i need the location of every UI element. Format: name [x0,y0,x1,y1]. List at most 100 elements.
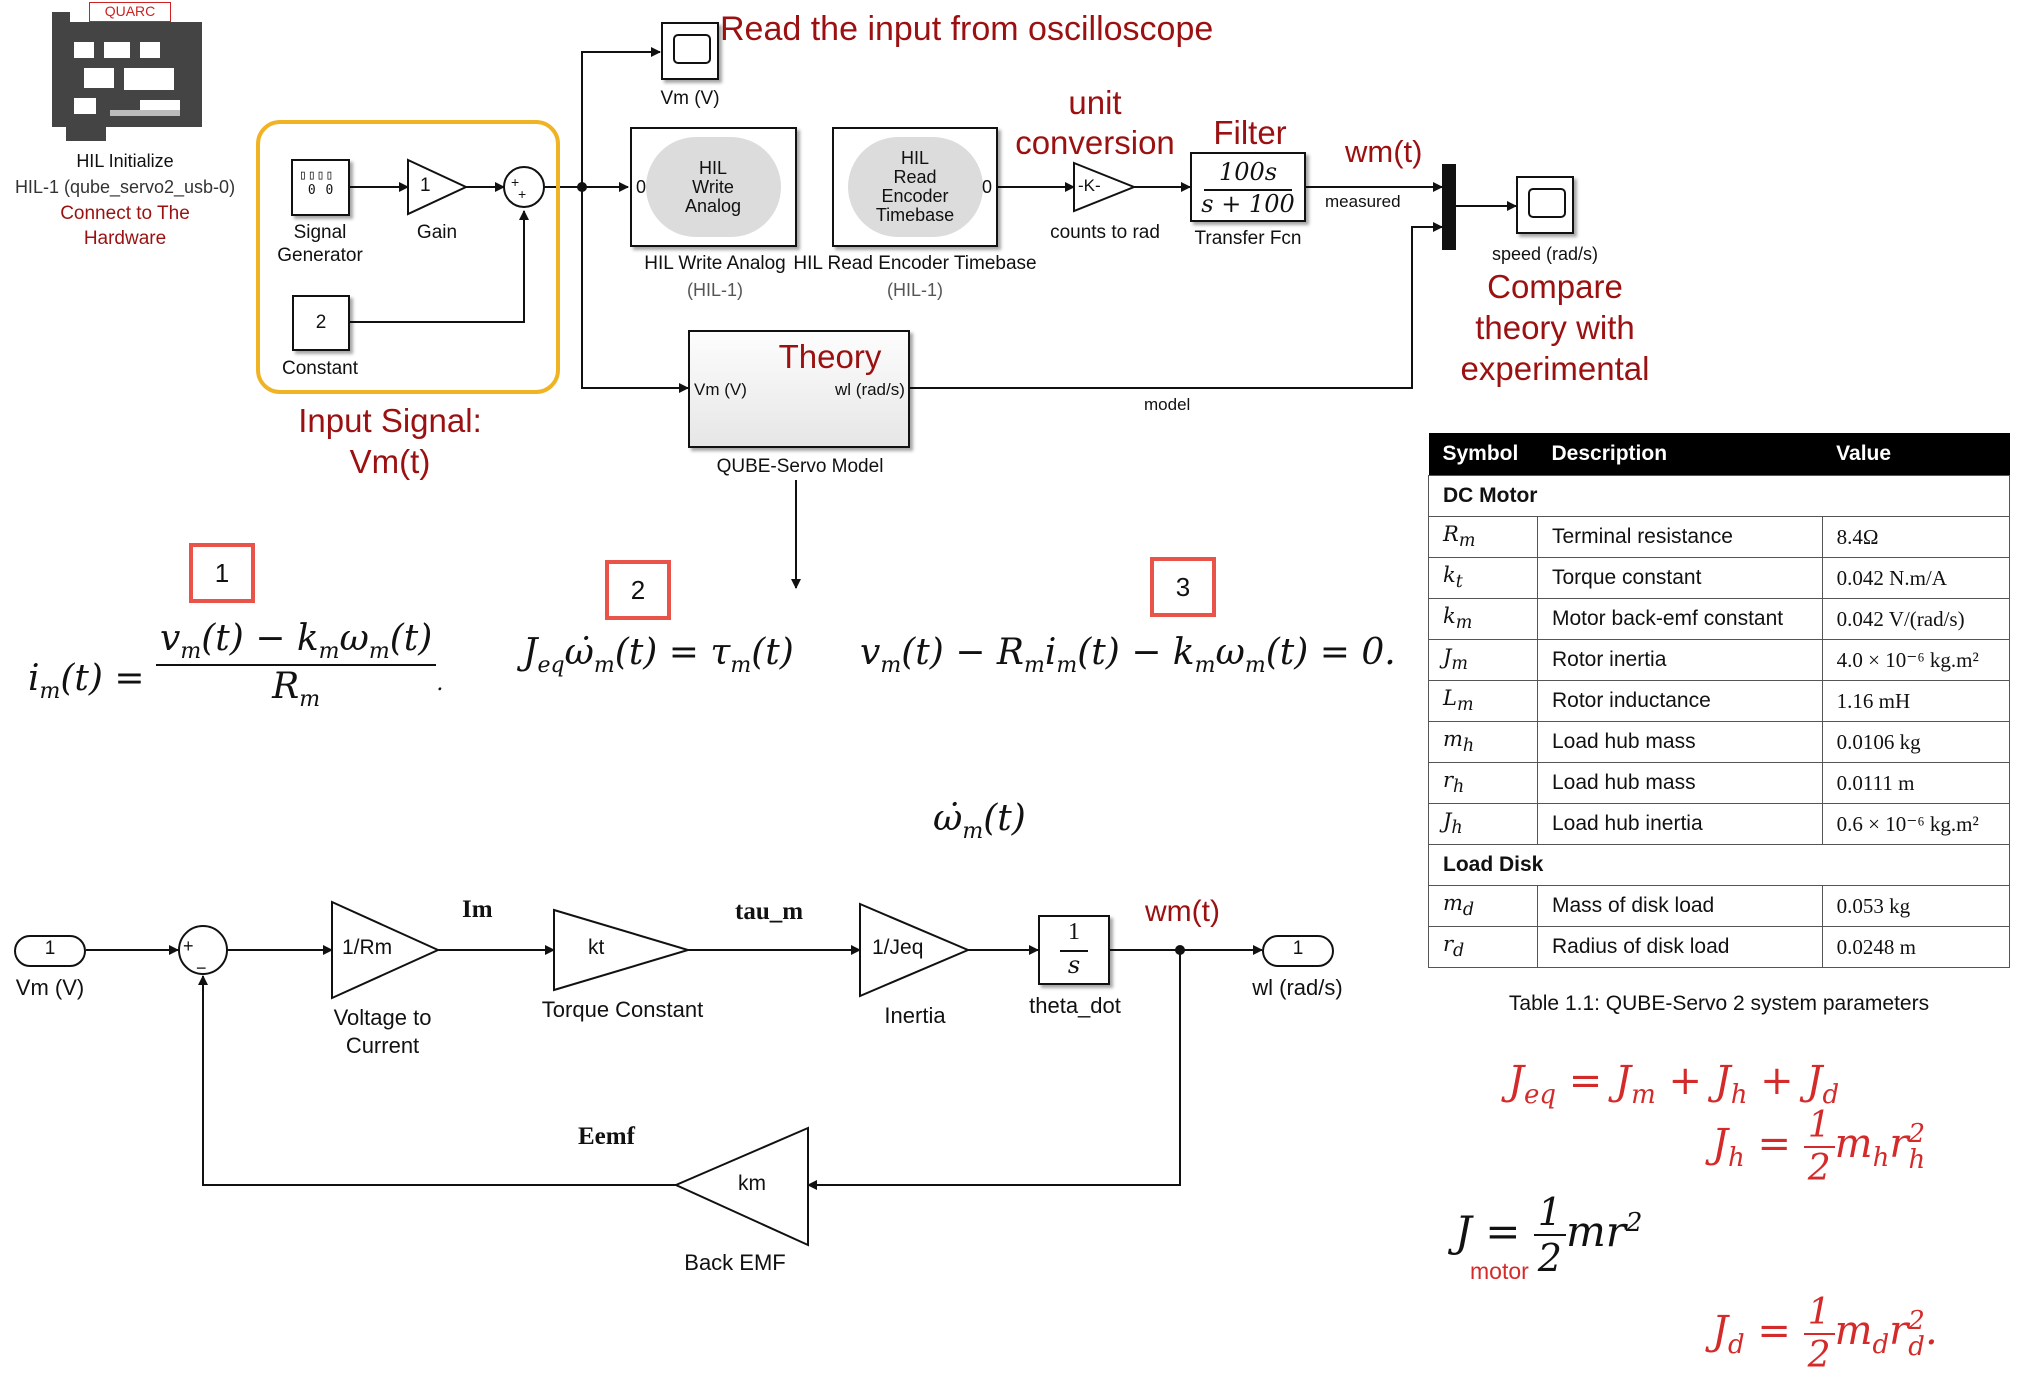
hil-read-inner-2: Read [893,167,937,187]
symbol-sub: h [1453,777,1465,798]
gain-triangle[interactable] [407,158,469,216]
integrator-block[interactable]: 1 s [1038,915,1110,985]
eq1-num-sub3: m [368,639,390,665]
eq3-b: (t) − R [901,632,1024,673]
eq1-num-rest3: (t) [389,618,433,659]
table-section-dc-motor: DC Motor [1428,475,2010,517]
hil-read-encoder-block[interactable]: HIL Read Encoder Timebase 0 [832,127,998,247]
eq1-num-rest1: (t) − k [201,618,319,659]
hil-write-sub: (HIL-1) [686,280,743,300]
table-cell-value: 1.16 mH [1821,680,2011,722]
g1-triangle[interactable] [331,900,441,1000]
symbol-sub: m [1455,613,1473,634]
im-signal-label: Im [462,896,493,923]
hil-read-sub: (HIL-1) [886,280,943,300]
g2-triangle[interactable] [553,908,692,992]
table-cell-description: Rotor inertia [1537,639,1823,681]
tf-denominator: s + 100 [1201,190,1295,218]
branch-dot-top [577,182,587,192]
jeq-h: h [1730,1080,1748,1110]
bottom-sum-circle[interactable] [178,925,228,975]
hil-write-inner-1: HIL [698,158,727,178]
eq1-t: (t) = [60,658,145,700]
eq2-a: J [523,632,538,673]
table-cell-value: 0.053 kg [1821,885,2011,927]
int-fraction-bar [1060,950,1088,952]
symbol-sub: d [1453,941,1465,962]
table-cell-symbol: Jm [1428,639,1538,681]
hil-init-note-2: Hardware [83,228,167,249]
jeq-plus2: + J [1760,1058,1823,1104]
symbol-letter: k [1443,563,1456,588]
hil-read-inner-1: HIL [900,148,929,168]
top-sum-circle[interactable] [503,166,545,208]
wire-to-model [581,187,689,393]
hil-init-board: HIL-1 (qube_servo2_usb-0) [14,177,236,197]
scope-vm-block[interactable] [661,22,719,80]
g3-triangle[interactable] [859,902,971,998]
hil-write-port: 0 [636,177,647,197]
qube-servo-model-block[interactable]: Theory Vm (V) wl (rad/s) [688,330,910,448]
jh-r-sub: h [1908,1145,1926,1175]
eq3-c-sub: m [1056,653,1078,679]
eq2-c: (t) = τ [614,632,731,673]
jeq-plus1: + J [1668,1058,1731,1104]
hil-write-inner-3: Analog [684,196,742,216]
g2-label: Torque Constant [541,997,704,1022]
out-port-shape[interactable] [1262,935,1334,967]
k-triangle[interactable] [1073,161,1137,213]
jeq-j: J [1508,1058,1525,1104]
jeq-rest: = J [1568,1058,1632,1104]
symbol-letter: r [1443,932,1454,957]
jd-dot: . [1924,1308,1938,1354]
table-caption: Table 1.1: QUBE-Servo 2 system parameter… [1508,992,1930,1015]
hil-read-inner-4: Timebase [875,205,955,225]
omega-dot: ω̇ [933,798,963,839]
eq2-c-sub: m [730,653,752,679]
signal-generator-block[interactable]: ▯▯▯▯ 0 0 [291,159,350,216]
equation-3: vm(t) − Rmim(t) − kmωm(t) = 0. [860,632,1396,678]
eq1-den-sub: m [299,687,321,713]
jmotor-j: J [1455,1207,1472,1256]
model-output-port: wl (rad/s) [835,380,905,399]
table-cell-symbol: Rm [1428,516,1538,558]
scope-screen-icon [673,34,711,64]
symbol-sub: m [1451,654,1469,675]
constant-block[interactable]: 2 [292,295,350,351]
eq3-d: (t) − k [1077,632,1195,673]
hil-initialize-block[interactable]: QUARC [44,2,204,142]
symbol-letter: m [1443,891,1463,916]
g4-triangle[interactable] [673,1126,809,1247]
jmotor-sq: 2 [1625,1208,1643,1238]
quarc-badge: QUARC [89,2,171,22]
mux-block[interactable] [1442,164,1456,250]
eq1-num-sub2: m [318,639,340,665]
eq3-a-sub: m [880,653,902,679]
transfer-fcn-block[interactable]: 100s s + 100 [1190,152,1306,222]
jd-half-den: 2 [1807,1335,1831,1376]
symbol-sub: t [1455,572,1463,593]
in-port-shape[interactable] [14,935,86,967]
table-cell-value: 0.0111 m [1821,762,2011,804]
table-cell-symbol: mh [1428,721,1538,763]
read-input-note: Read the input from oscilloscope [720,10,1214,48]
hil-write-analog-block[interactable]: HIL Write Analog 0 [630,127,797,247]
eq3-a: v [860,632,881,673]
symbol-sub: d [1462,900,1475,921]
eq2-d: (t) [751,632,794,673]
equation-box-2: 2 [605,560,671,620]
speed-scope-block[interactable] [1516,176,1574,234]
jeq-d: d [1822,1080,1840,1110]
eq2-a-sub: eq [537,653,565,679]
table-section-row: Load Disk [1428,844,2010,886]
table-cell-value: 0.6 × 10⁻⁶ kg.m² [1821,803,2011,845]
model-label: QUBE-Servo Model [716,456,884,477]
